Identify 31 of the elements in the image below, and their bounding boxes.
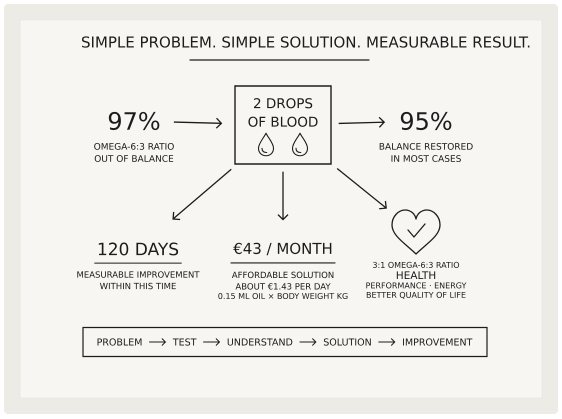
big-number: 97% — [108, 112, 160, 130]
description-text: AFFORDABLE SOLUTION ABOUT €1.43 PER DAY — [232, 272, 334, 290]
heading: 120 DAYS — [98, 242, 178, 256]
arrow — [378, 338, 396, 346]
step-text: IMPROVEMENT — [403, 338, 472, 346]
text-box: 2 DROPS OF BLOOD — [234, 85, 332, 165]
description-text: OMEGA-6:3 RATIO OUT OF BALANCE — [94, 142, 174, 162]
big-number: 95% — [400, 112, 452, 130]
arrow — [278, 172, 288, 221]
arrow — [336, 168, 387, 210]
step-text: PROBLEM — [98, 338, 142, 346]
description-text: MEASURABLE IMPROVEMENT WITHIN THIS TIME — [77, 271, 200, 290]
flow-box — [82, 326, 488, 358]
description-text: 0.15 ML OIL × BODY WEIGHT KG — [218, 292, 348, 299]
heart-icon — [391, 209, 441, 255]
arrow — [338, 116, 386, 128]
heading: €43 / MONTH — [233, 242, 332, 256]
side-note: HEALTH — [396, 271, 436, 279]
arrow — [148, 338, 166, 346]
arrow — [174, 118, 222, 129]
arrow — [172, 168, 232, 220]
side-note: 3:1 OMEGA-6:3 RATIO — [373, 262, 460, 268]
arrow — [299, 338, 317, 346]
step-text: UNDERSTAND — [228, 338, 292, 346]
step-text: SOLUTION — [324, 338, 371, 346]
title: SIMPLE PROBLEM. SIMPLE SOLUTION. MEASURABLE RESULT. — [82, 36, 530, 48]
side-note: BETTER QUALITY OF LIFE — [366, 292, 466, 299]
description-text: BALANCE RESTORED IN MOST CASES — [380, 142, 473, 162]
step-text: TEST — [172, 338, 196, 346]
side-note: PERFORMANCE · ENERGY — [366, 282, 466, 288]
arrow — [202, 338, 220, 346]
